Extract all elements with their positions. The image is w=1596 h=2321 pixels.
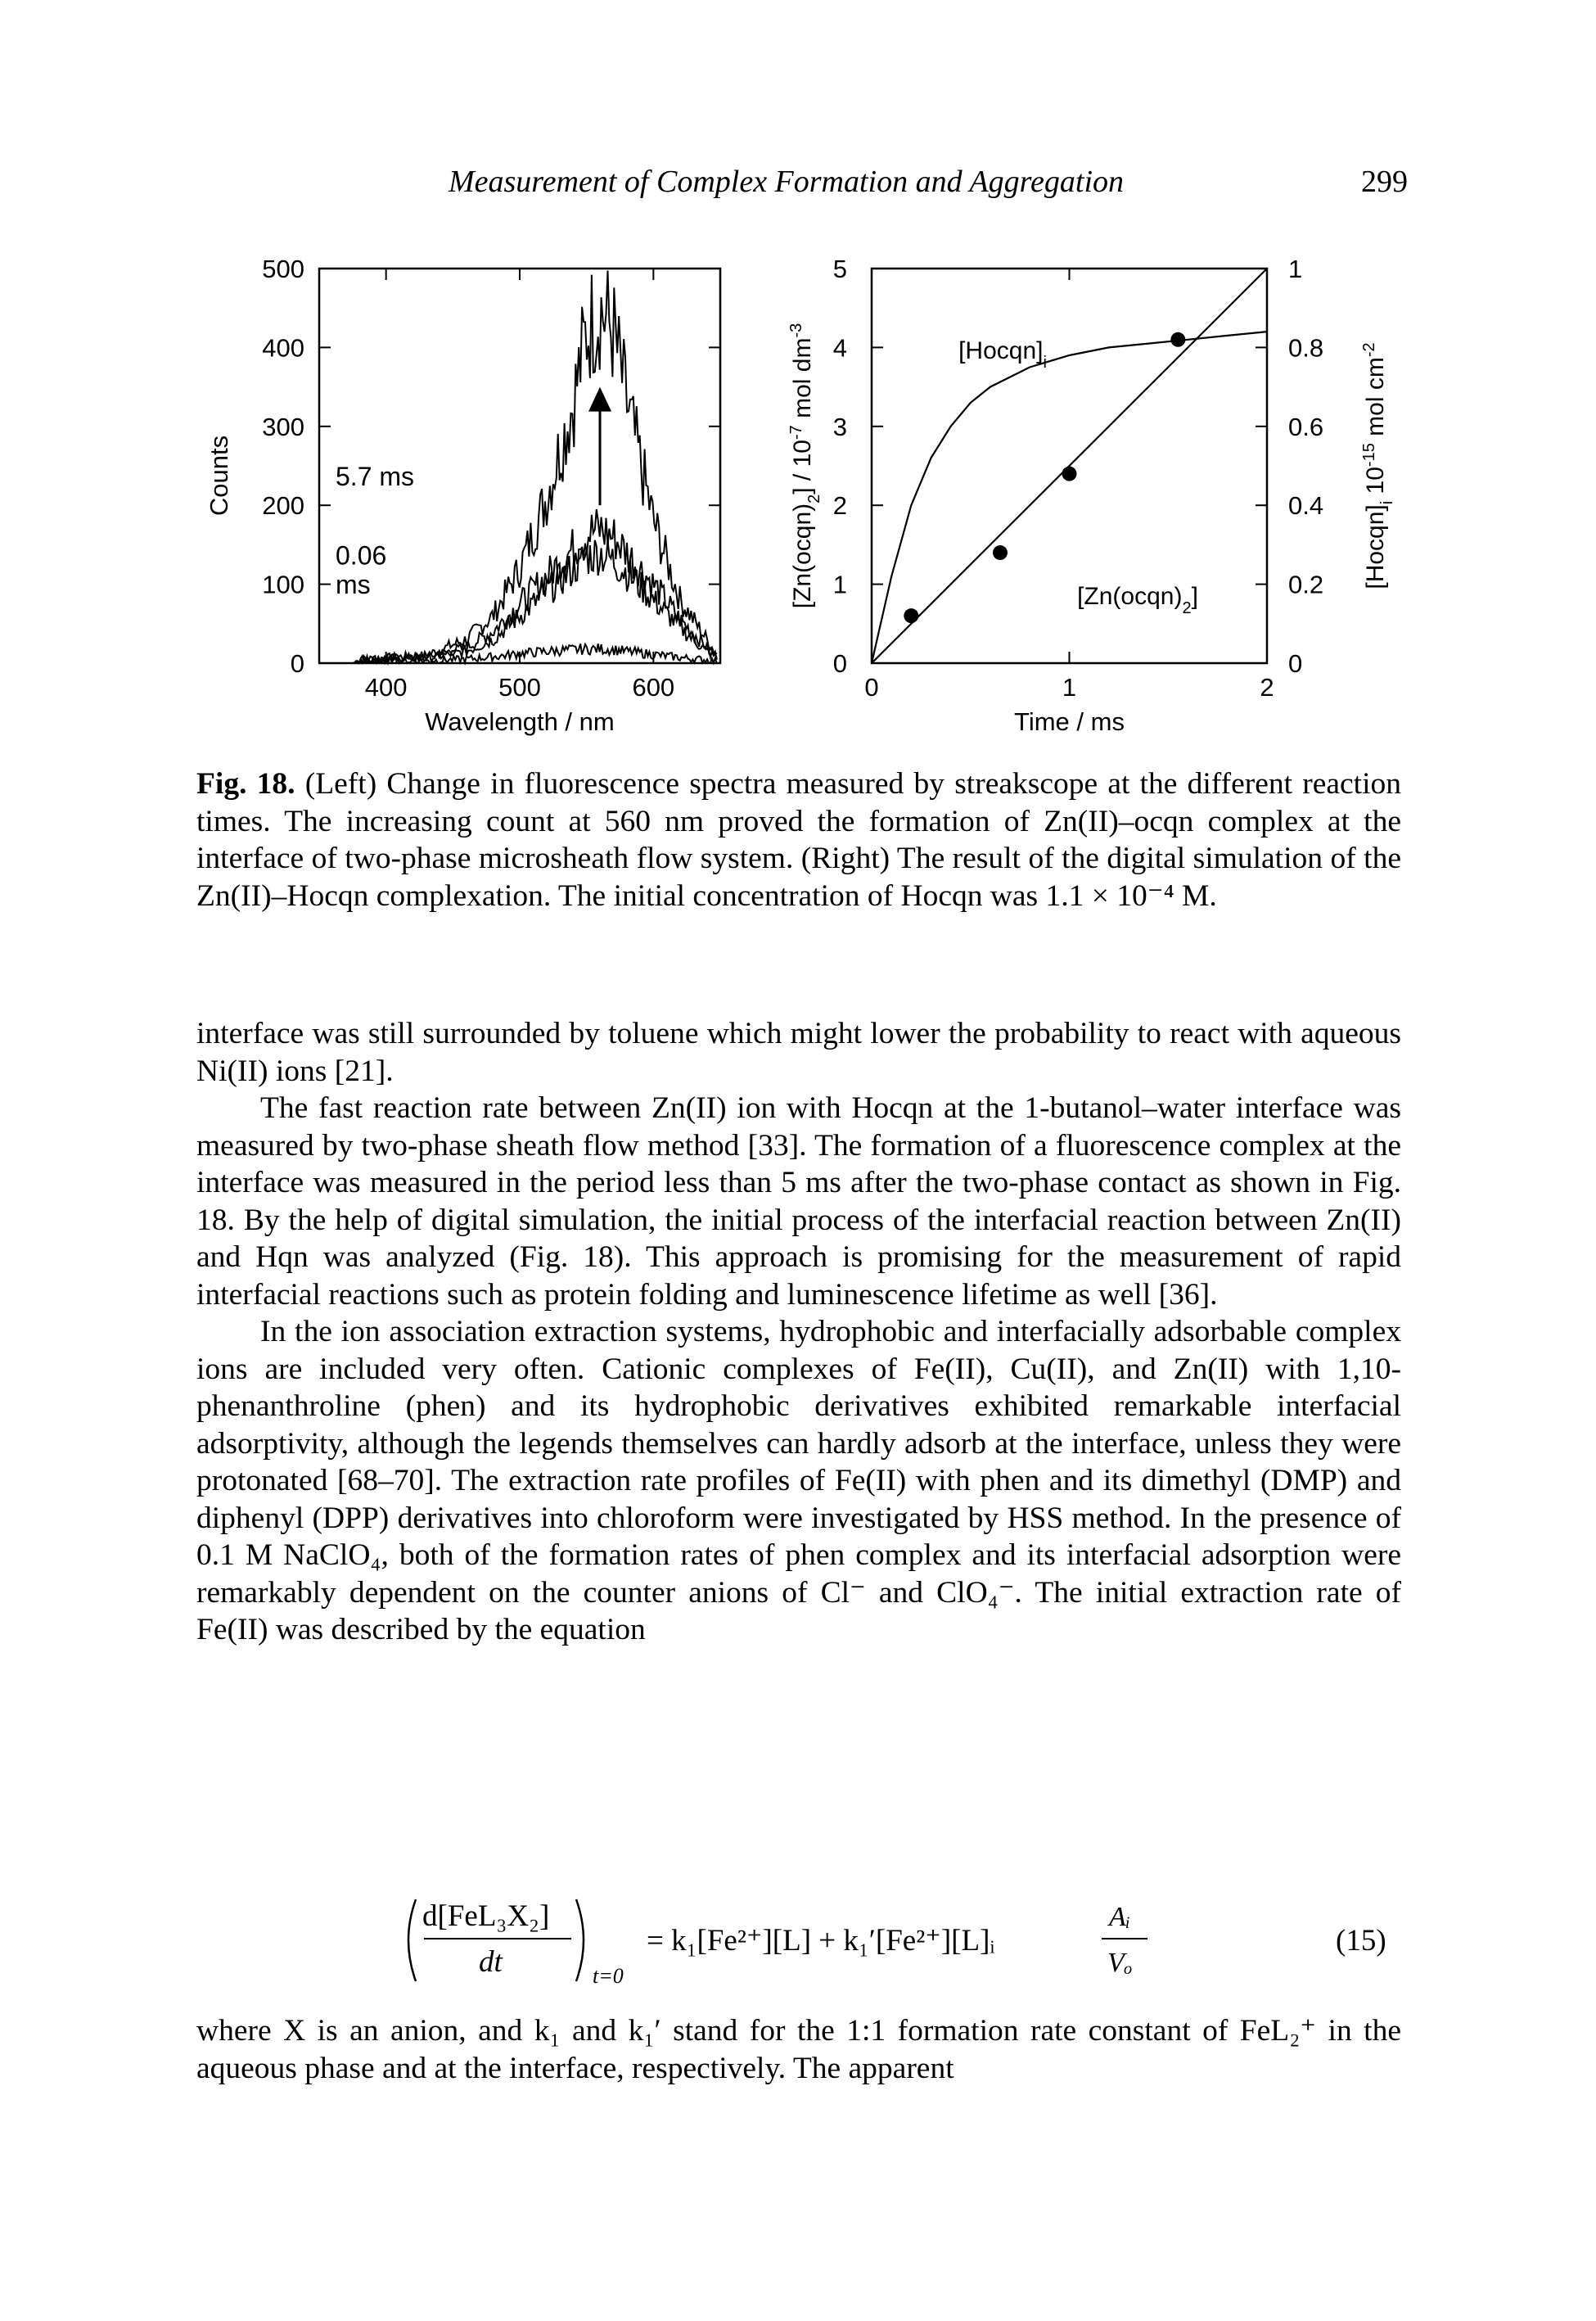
- annotation-ms: ms: [336, 570, 371, 599]
- page-number: 299: [1361, 165, 1408, 199]
- annotation-zn: [Zn(ocqn)2]: [1077, 583, 1198, 617]
- eq-lhs-numerator: d[FeL₃X₂]: [422, 1899, 549, 1933]
- right-y2-tick-label: 0.2: [1288, 571, 1323, 599]
- left-paren: [407, 1899, 417, 1982]
- left-x-tick-label: 600: [632, 673, 674, 702]
- hocqn-curve: [870, 331, 1268, 664]
- paragraph-1: interface was still surrounded by toluen…: [196, 1017, 1401, 1088]
- left-spectrum-line: [352, 642, 718, 666]
- right-x-tick-label: 2: [1260, 673, 1274, 702]
- paragraph-after-equation: where X is an anion, and k₁ and k₁′ stan…: [196, 2014, 1401, 2085]
- left-y-tick-label: 0: [291, 649, 304, 678]
- left-spectrum-line: [352, 508, 718, 666]
- right-y2-tick-label: 0.6: [1288, 413, 1323, 441]
- growth-arrow-head: [588, 386, 611, 412]
- left-y-tick-label: 200: [262, 491, 304, 520]
- paragraph-2: The fast reaction rate between Zn(II) io…: [196, 1091, 1401, 1312]
- right-y-tick-label: 5: [833, 255, 847, 283]
- eq-number: (15): [1336, 1924, 1386, 1957]
- annotation-0.06: 0.06: [336, 541, 386, 571]
- running-title: Measurement of Complex Formation and Agg…: [449, 165, 1124, 199]
- eq-frac-denominator: Vₒ: [1107, 1948, 1132, 1978]
- right-x-axis-label: Time / ms: [1014, 707, 1125, 736]
- data-point: [1062, 466, 1077, 481]
- equation-15: d[FeL₃X₂] dt t=0 = k₁[Fe²⁺][L] + k₁′[Fe²…: [401, 1891, 1416, 1989]
- data-point: [1170, 332, 1186, 347]
- caption-text: (Left) Change in fluorescence spectra me…: [196, 767, 1402, 913]
- eq-lhs-denominator: dt: [479, 1945, 504, 1979]
- paragraph-3: In the ion association extraction system…: [196, 1315, 1401, 1646]
- left-y-tick-label: 400: [262, 333, 304, 362]
- eq-frac-numerator: Aᵢ: [1107, 1902, 1130, 1932]
- left-y-tick-label: 100: [262, 571, 304, 599]
- right-y2-tick-label: 0.4: [1288, 491, 1323, 520]
- right-y2-tick-label: 1: [1288, 255, 1302, 283]
- equation-15-svg: d[FeL₃X₂] dt t=0 = k₁[Fe²⁺][L] + k₁′[Fe²…: [407, 1899, 1386, 1988]
- page-header: Measurement of Complex Formation and Agg…: [0, 164, 1596, 213]
- body-text: interface was still surrounded by toluen…: [196, 1015, 1401, 1649]
- caption-label: Fig. 18.: [196, 767, 295, 801]
- eq-lhs-subscript: t=0: [593, 1964, 624, 1988]
- zn-line: [871, 268, 1268, 664]
- right-x-tick-label: 0: [864, 673, 878, 702]
- right-y-tick-label: 1: [833, 571, 847, 599]
- right-y2-tick-label: 0: [1288, 649, 1302, 678]
- left-x-axis-label: Wavelength / nm: [425, 707, 614, 736]
- figure-caption: Fig. 18. (Left) Change in fluorescence s…: [196, 765, 1401, 914]
- right-y-tick-label: 3: [833, 413, 847, 441]
- data-point: [992, 545, 1008, 561]
- data-point: [904, 608, 919, 624]
- right-y-axis-label: [Zn(ocqn)2] / 10-7 mol dm-3: [787, 323, 823, 609]
- right-y2-tick-label: 0.8: [1288, 333, 1323, 362]
- right-x-tick-label: 1: [1062, 673, 1076, 702]
- right-y2-axis-label: [Hocqn]i 10-15 mol cm-2: [1360, 342, 1396, 589]
- left-y-tick-label: 300: [262, 413, 304, 441]
- right-paren: [575, 1899, 585, 1982]
- left-y-axis-label: Counts: [205, 436, 233, 516]
- eq-rhs: = k₁[Fe²⁺][L] + k₁′[Fe²⁺][L]ᵢ: [647, 1924, 994, 1957]
- left-y-tick-label: 500: [262, 255, 304, 283]
- left-x-tick-label: 400: [365, 673, 408, 702]
- annotation-hocqn: [Hocqn]i: [958, 337, 1047, 372]
- right-y-tick-label: 2: [833, 491, 847, 520]
- right-y-tick-label: 0: [833, 649, 847, 678]
- annotation-5.7ms: 5.7 ms: [336, 462, 414, 491]
- right-y-tick-label: 4: [833, 333, 847, 362]
- left-x-tick-label: 500: [498, 673, 541, 702]
